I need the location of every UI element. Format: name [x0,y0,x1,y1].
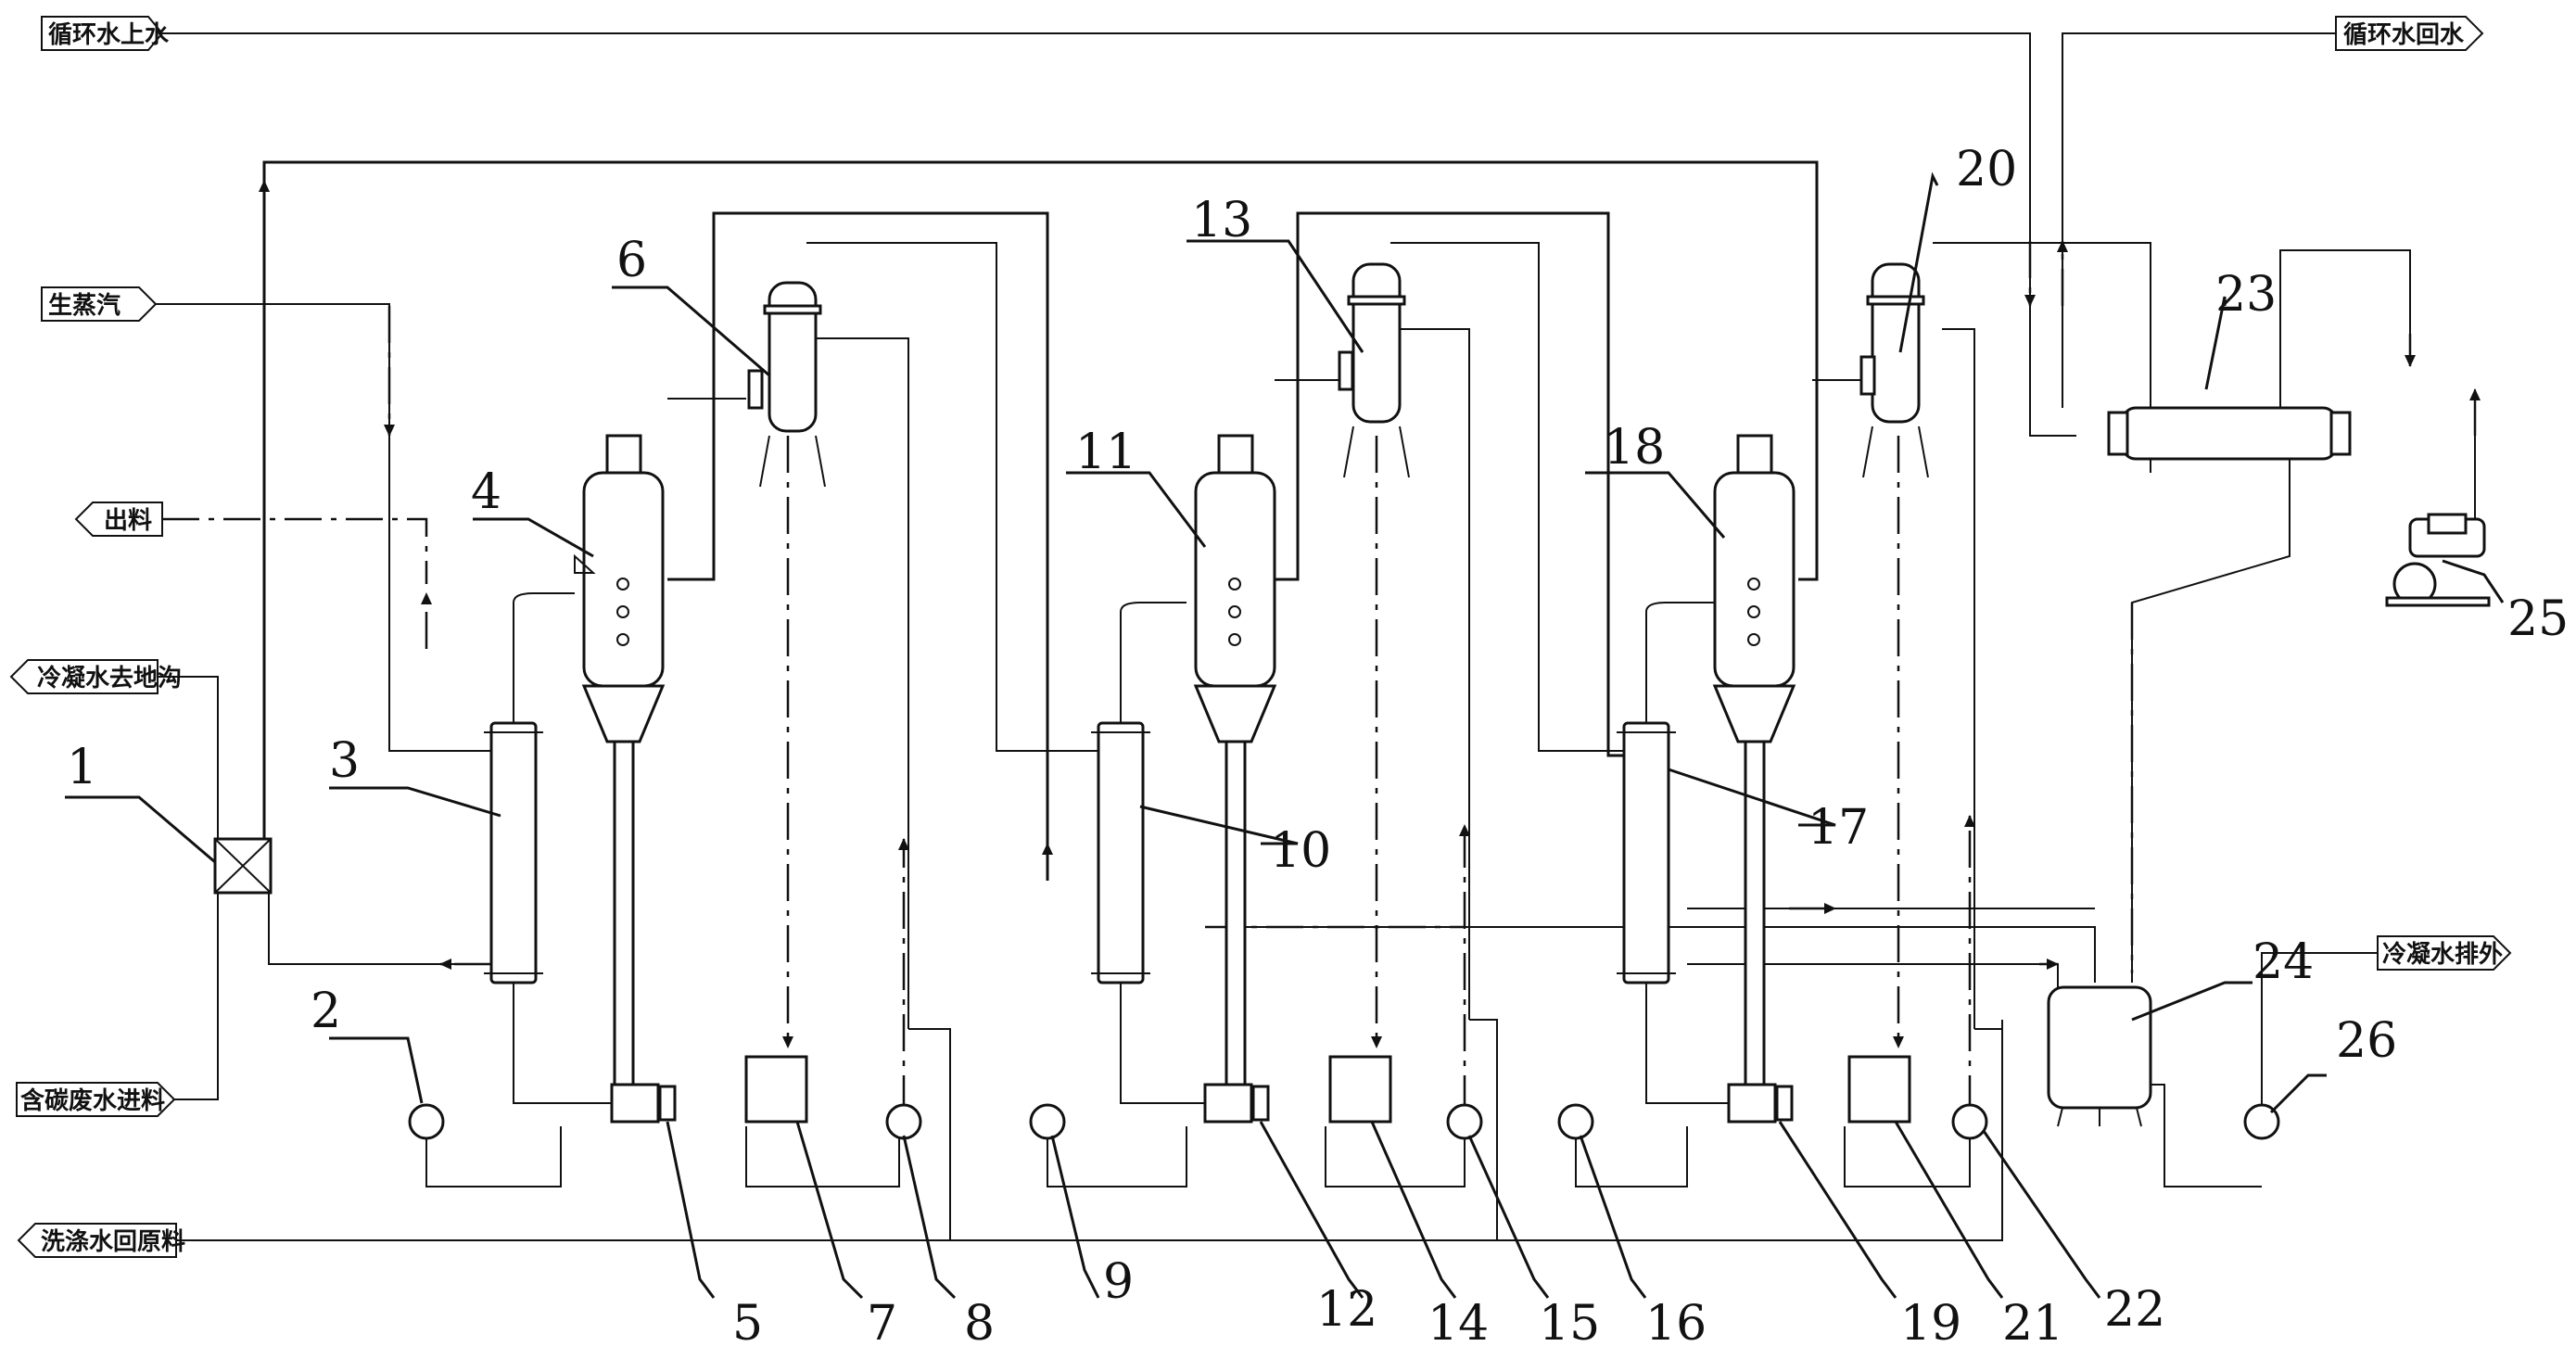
svg-text:生蒸汽: 生蒸汽 [48,292,121,320]
label-26: 26 [2336,1013,2397,1069]
condenser-13 [1338,262,1410,478]
label-13: 13 [1191,193,1252,248]
label-1: 1 [67,740,97,795]
svg-text:循环水上水: 循环水上水 [48,21,170,49]
svg-text:冷凝水去地沟: 冷凝水去地沟 [37,664,182,692]
label-14: 14 [1428,1296,1489,1352]
tag-wash-water-return: 洗涤水回原料 [17,1223,185,1258]
condenser-20 [1859,262,1929,478]
tag-condensate-to-trench: 冷凝水去地沟 [9,659,182,694]
heater-3 [484,592,612,1104]
circulation-pump-5 [610,1083,677,1124]
condensate-tank-21 [1847,1055,1911,1124]
label-4: 4 [471,464,501,520]
label-21: 21 [2002,1296,2063,1352]
circulation-pump-19 [1727,1083,1794,1124]
svg-text:冷凝水排外: 冷凝水排外 [2382,940,2503,969]
dash-lines [259,180,2481,1112]
label-15: 15 [1539,1296,1600,1352]
label-16: 16 [1645,1296,1707,1352]
tag-cooling-supply: 循环水上水 [41,16,170,51]
label-3: 3 [329,733,360,789]
circulation-pump-12 [1203,1083,1270,1124]
label-6: 6 [616,233,647,288]
tag-live-steam: 生蒸汽 [41,286,158,322]
label-11: 11 [1075,425,1136,480]
label-22: 22 [2104,1282,2165,1338]
svg-text:洗涤水回原料: 洗涤水回原料 [41,1228,185,1256]
separator-18 [1712,434,1796,1105]
heater-10 [1091,602,1205,1104]
svg-text:循环水回水: 循环水回水 [2343,21,2465,49]
condenser-6 [747,281,826,488]
label-17: 17 [1808,800,1869,856]
vacuum-pump-25 [2385,513,2491,607]
tag-cooling-return: 循环水回水 [2335,16,2484,51]
condensate-tank-14 [1328,1055,1392,1124]
tag-condensate-out: 冷凝水排外 [2377,935,2512,971]
svg-text:出料: 出料 [104,507,152,535]
leader-lines [65,171,2505,1300]
label-12: 12 [1316,1282,1377,1338]
label-9: 9 [1103,1254,1134,1310]
final-condenser-23 [2107,399,2352,473]
heater-17 [1617,602,1729,1104]
condensate-tank-7 [744,1055,808,1124]
svg-text:含碳废水进料: 含碳废水进料 [20,1086,165,1115]
label-8: 8 [964,1296,995,1352]
tank-24 [2047,985,2152,1127]
pumps [408,1103,2280,1140]
label-24: 24 [2252,934,2314,990]
tag-feed-in: 含碳废水进料 [16,1082,176,1117]
tag-discharge: 出料 [74,502,163,537]
separator-4 [574,434,666,1105]
equipment-labels: 1 2 3 4 5 6 7 8 9 10 11 12 13 14 15 16 1… [67,142,2569,1352]
label-25: 25 [2507,591,2569,647]
label-20: 20 [1956,142,2017,197]
label-2: 2 [311,984,341,1039]
label-19: 19 [1900,1296,1961,1352]
separator-11 [1193,434,1277,1105]
preheater-1 [213,837,273,895]
label-10: 10 [1270,823,1331,879]
label-23: 23 [2215,267,2277,323]
label-5: 5 [732,1296,763,1352]
label-7: 7 [867,1296,897,1352]
label-18: 18 [1604,420,1665,476]
